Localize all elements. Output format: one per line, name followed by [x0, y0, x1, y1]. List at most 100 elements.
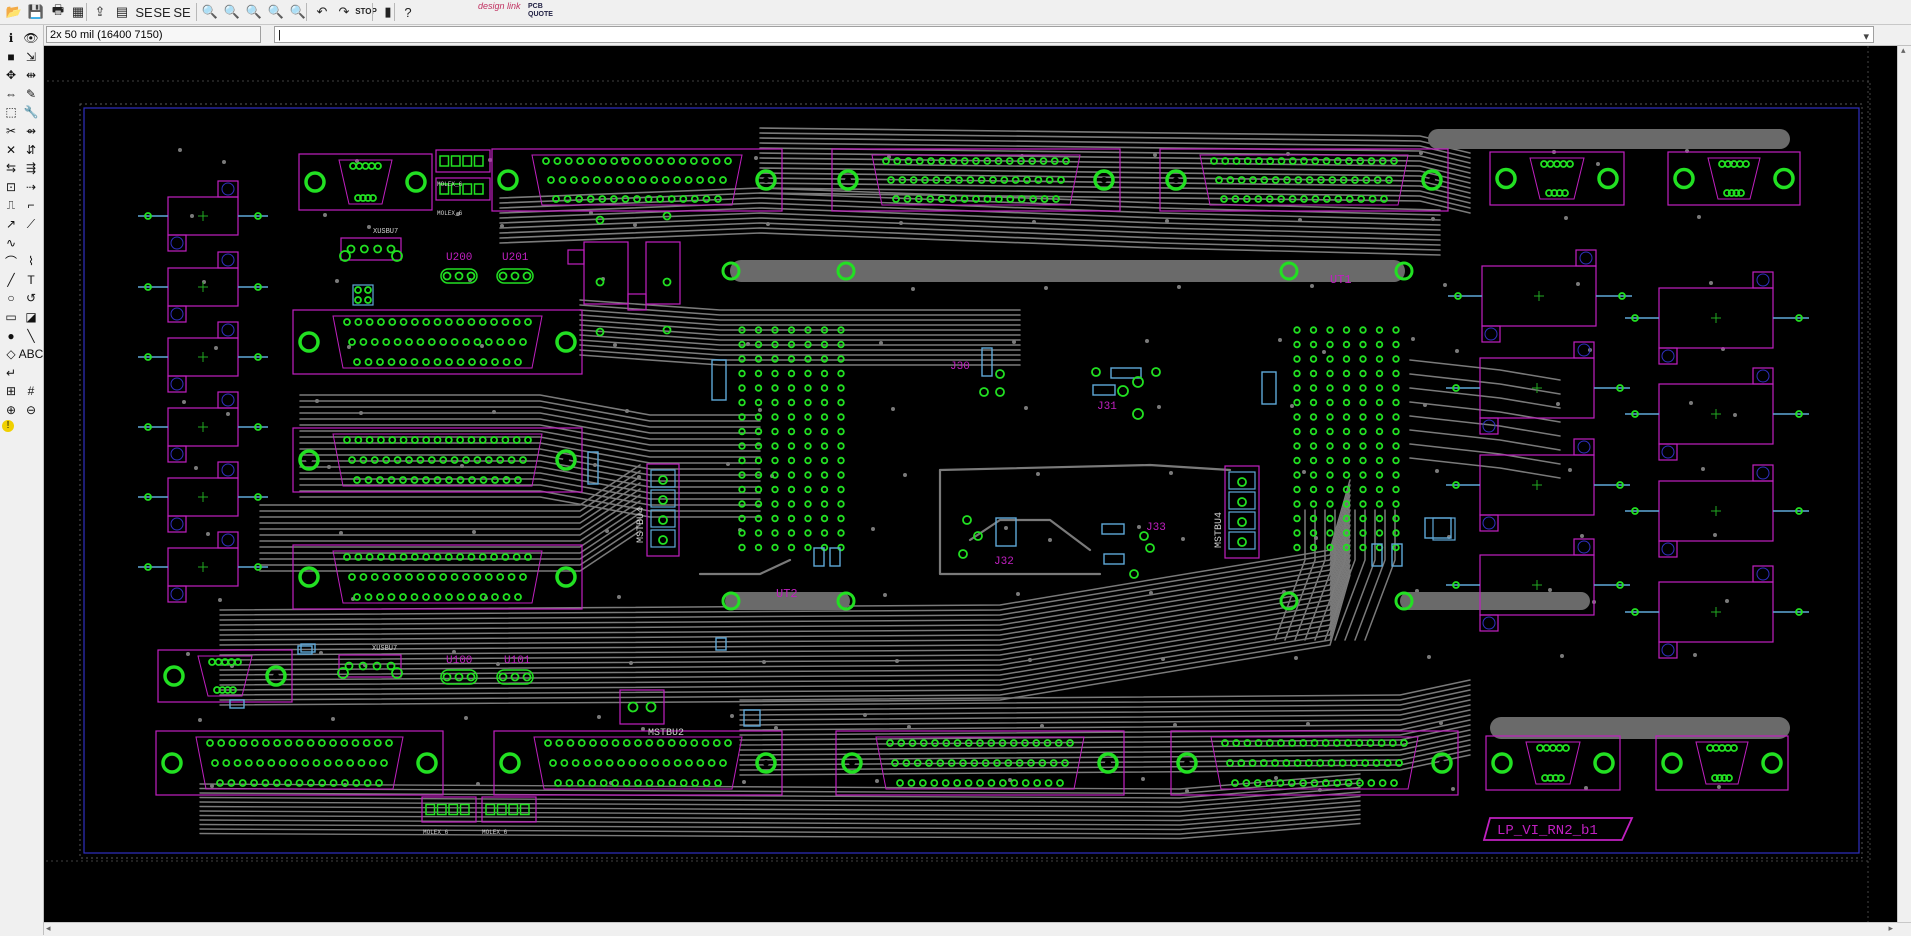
relay-tab [217, 531, 239, 549]
align-icon[interactable]: ⇶ [25, 161, 37, 176]
scroll-right-icon[interactable]: ▸ [1888, 923, 1893, 933]
device-icon[interactable]: ▮ [384, 4, 392, 19]
header-pin [508, 803, 519, 816]
view-icon[interactable]: 👁 [23, 31, 39, 45]
trace-icon[interactable]: ⟋ [26, 216, 36, 231]
pad [422, 553, 431, 561]
mounting-pad [1394, 261, 1414, 281]
mounting-pad [836, 591, 856, 611]
pad [611, 779, 620, 787]
corner-icon[interactable]: ⌐ [27, 198, 35, 213]
pad [1293, 355, 1301, 363]
grid-icon[interactable]: ⊞ [5, 384, 17, 399]
zoom-fit-icon[interactable]: 🔍 [201, 4, 219, 19]
pad [1367, 157, 1376, 165]
swap-icon[interactable]: ⇆ [5, 161, 17, 176]
pad [514, 358, 522, 366]
info-icon[interactable]: ℹ [8, 31, 14, 45]
return-icon[interactable]: ↵ [5, 365, 17, 380]
warning-icon[interactable]: ! [2, 419, 14, 432]
layers-icon[interactable]: ▦ [71, 4, 85, 19]
pad [512, 436, 521, 444]
save-icon[interactable]: 💾 [27, 4, 45, 19]
via [625, 409, 629, 413]
trace [219, 534, 1351, 666]
arc-icon[interactable]: ⌒ [4, 254, 17, 269]
sel-icon[interactable]: SE [173, 4, 191, 20]
label-icon[interactable]: ABC [18, 347, 44, 362]
export-icon[interactable]: ⇪ [94, 4, 106, 19]
stretch-icon[interactable]: ⇹ [25, 68, 37, 83]
hash-icon[interactable]: # [27, 384, 35, 399]
rotate-icon[interactable]: ↺ [25, 291, 37, 306]
via-icon[interactable]: ● [7, 328, 15, 343]
select-icon[interactable]: ⇲ [25, 49, 37, 64]
chevron-down-icon[interactable]: ▾ [1863, 31, 1869, 43]
zoom-prev-icon[interactable]: 🔍 [267, 4, 285, 19]
zoom-select-icon[interactable]: 🔍 [289, 4, 307, 19]
zoom-out-icon[interactable]: ⊖ [25, 403, 37, 417]
cut-icon[interactable]: ✂ [5, 124, 17, 138]
arc-route-icon[interactable]: ↗ [5, 217, 17, 231]
diamond-icon[interactable]: ◇ [6, 347, 16, 362]
pcb-quote-button[interactable]: PCB QUOTE [528, 3, 553, 18]
print-icon[interactable]: 🖶 [51, 2, 65, 17]
pad [738, 398, 746, 407]
vertical-scrollbar[interactable]: ▴ [1897, 45, 1911, 922]
arrow-icon[interactable]: ⇢ [25, 179, 37, 194]
pad [1004, 759, 1013, 767]
via [1161, 657, 1165, 661]
mounting-hole [1165, 169, 1187, 191]
bend-icon[interactable]: ⌇ [28, 254, 34, 269]
pad [1718, 744, 1726, 752]
wave-icon[interactable]: ∿ [5, 235, 17, 250]
pin-icon[interactable]: ⎍ [6, 197, 16, 212]
command-input[interactable]: |▾ [274, 26, 1874, 43]
mirror-icon[interactable]: ⇔ [5, 86, 17, 101]
layer-icon[interactable]: ■ [7, 49, 15, 64]
line-icon[interactable]: ╱ [7, 272, 15, 287]
zoom-in-icon[interactable]: ⊕ [5, 403, 17, 417]
wrench-icon[interactable]: 🔧 [23, 105, 39, 120]
pad [359, 338, 368, 346]
help-icon[interactable]: ? [404, 4, 412, 20]
scroll-left-icon[interactable]: ◂ [46, 923, 51, 933]
group-icon[interactable]: ⊡ [5, 179, 17, 194]
library-icon[interactable]: ▤ [115, 4, 129, 19]
mounting-hole [1761, 752, 1783, 774]
edit-icon[interactable]: ✎ [25, 86, 37, 101]
pad [501, 553, 510, 561]
pad [1375, 485, 1384, 494]
box-icon[interactable]: ⬚ [5, 105, 17, 120]
component-layer[interactable] [138, 148, 1809, 841]
folder-open-icon[interactable]: 📂 [5, 4, 23, 19]
pad [627, 176, 636, 184]
circle-icon[interactable]: ○ [7, 291, 15, 306]
pad [365, 553, 374, 561]
undo-icon[interactable]: ↶ [316, 4, 328, 19]
blank-icon[interactable] [22, 364, 40, 382]
rect-icon[interactable]: ▭ [5, 310, 17, 324]
label-j33: J33 [1146, 522, 1166, 534]
pad [273, 739, 282, 747]
horizontal-scrollbar[interactable]: ◂ ▸ [44, 922, 1911, 936]
stop-icon[interactable]: STOP [355, 7, 377, 16]
move-icon[interactable]: ✥ [5, 68, 17, 83]
sel-icon[interactable]: SE [153, 4, 171, 20]
designlink-button[interactable]: design link [478, 1, 521, 11]
delete-icon[interactable]: ✕ [5, 142, 17, 157]
scroll-up-icon[interactable]: ▴ [1901, 45, 1906, 55]
pad [351, 739, 360, 747]
fill-icon[interactable]: ◪ [25, 310, 37, 324]
redo-icon[interactable]: ↷ [338, 4, 350, 19]
sel-icon[interactable]: SE [135, 4, 153, 20]
split-icon[interactable]: ⇴ [25, 124, 37, 138]
zoom-out-icon[interactable]: 🔍 [245, 4, 263, 19]
text-icon[interactable]: T [27, 272, 35, 287]
blank-icon[interactable] [22, 234, 40, 252]
route-icon[interactable]: ⇵ [25, 142, 37, 157]
diag-icon[interactable]: ╲ [27, 328, 35, 343]
zoom-in-icon[interactable]: 🔍 [223, 4, 241, 19]
